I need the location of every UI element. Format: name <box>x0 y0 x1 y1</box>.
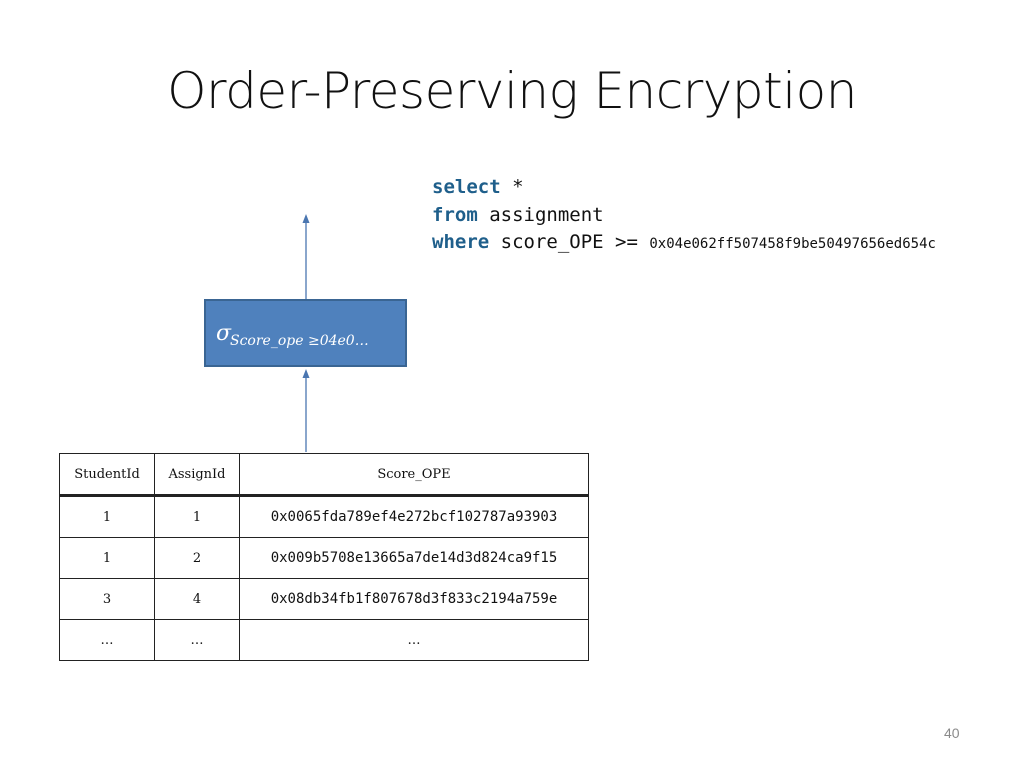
cell-assignid: 2 <box>154 537 240 579</box>
cell-assignid: … <box>154 619 240 661</box>
cell-studentid: 1 <box>59 537 155 579</box>
cell-assignid: 1 <box>154 495 240 538</box>
table-row: 3 4 0x08db34fb1f807678d3f833c2194a759e <box>59 578 589 620</box>
sql-keyword-select: select <box>432 176 501 198</box>
sql-query: select * from assignment where score_OPE… <box>432 174 936 259</box>
cell-score-ope: 0x0065fda789ef4e272bcf102787a93903 <box>239 495 589 538</box>
cell-score-ope: … <box>239 619 589 661</box>
table-row: 1 1 0x0065fda789ef4e272bcf102787a93903 <box>59 495 589 538</box>
selection-predicate: Score_ope ≥04e0… <box>230 333 369 349</box>
cell-studentid: 1 <box>59 495 155 538</box>
sigma-symbol: σ <box>216 321 232 346</box>
cell-studentid: … <box>59 619 155 661</box>
header-score-ope: Score_OPE <box>239 453 589 497</box>
arrow-head-lower <box>302 369 310 378</box>
page-number: 40 <box>944 725 960 741</box>
sql-select-rest: * <box>500 176 524 198</box>
assignment-table: StudentId AssignId Score_OPE 1 1 0x0065f… <box>59 453 589 661</box>
sql-where-rest: score_OPE >= <box>489 231 650 253</box>
sql-keyword-where: where <box>432 231 490 253</box>
sql-from-rest: assignment <box>477 203 604 226</box>
arrow-head-upper <box>302 214 310 223</box>
cell-score-ope: 0x009b5708e13665a7de14d3d824ca9f15 <box>239 537 589 579</box>
sql-keyword-from: from <box>432 203 478 226</box>
slide-title: Order-Preserving Encryption <box>167 62 857 120</box>
header-assignid: AssignId <box>154 453 240 497</box>
table-header-row: StudentId AssignId Score_OPE <box>59 453 589 497</box>
cell-studentid: 3 <box>59 578 155 620</box>
table-row: 1 2 0x009b5708e13665a7de14d3d824ca9f15 <box>59 537 589 579</box>
table-row: … … … <box>59 619 589 661</box>
cell-assignid: 4 <box>154 578 240 620</box>
sql-where-value: 0x04e062ff507458f9be50497656ed654c <box>649 236 936 252</box>
cell-score-ope: 0x08db34fb1f807678d3f833c2194a759e <box>239 578 589 620</box>
selection-operator: σ Score_ope ≥04e0… <box>204 299 407 367</box>
header-studentid: StudentId <box>59 453 155 497</box>
